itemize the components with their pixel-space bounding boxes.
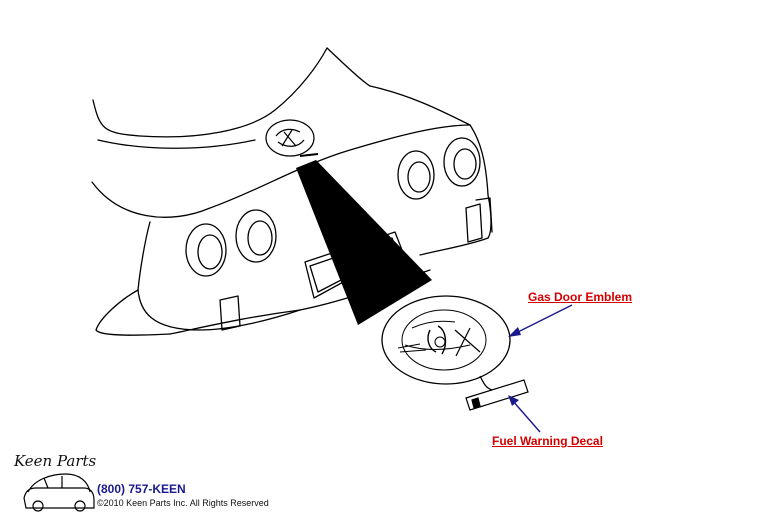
copyright-text: ©2010 Keen Parts Inc. All Rights Reserve… — [97, 498, 269, 508]
gas-door-emblem-link[interactable]: Gas Door Emblem — [528, 290, 633, 304]
keen-parts-logo-car — [23, 473, 95, 512]
projection-wedge — [296, 160, 432, 325]
callout-arrows — [508, 304, 573, 433]
fuel-warning-decal-link[interactable]: Fuel Warning Decal — [492, 434, 603, 448]
gas-door-arrow-line — [513, 304, 573, 335]
car-gas-door-emblem — [265, 119, 319, 157]
phone-number[interactable]: (800) 757-KEEN — [97, 482, 186, 496]
car-rear-drawing — [91, 47, 493, 336]
gas-door-emblem-part — [381, 295, 511, 391]
decal-arrow-head — [508, 395, 519, 406]
gas-door-arrow-head — [508, 327, 521, 337]
decal-arrow-line — [511, 399, 541, 433]
fuel-warning-decal-part — [465, 379, 529, 411]
keen-parts-logo-text: Keen Parts — [14, 452, 97, 470]
